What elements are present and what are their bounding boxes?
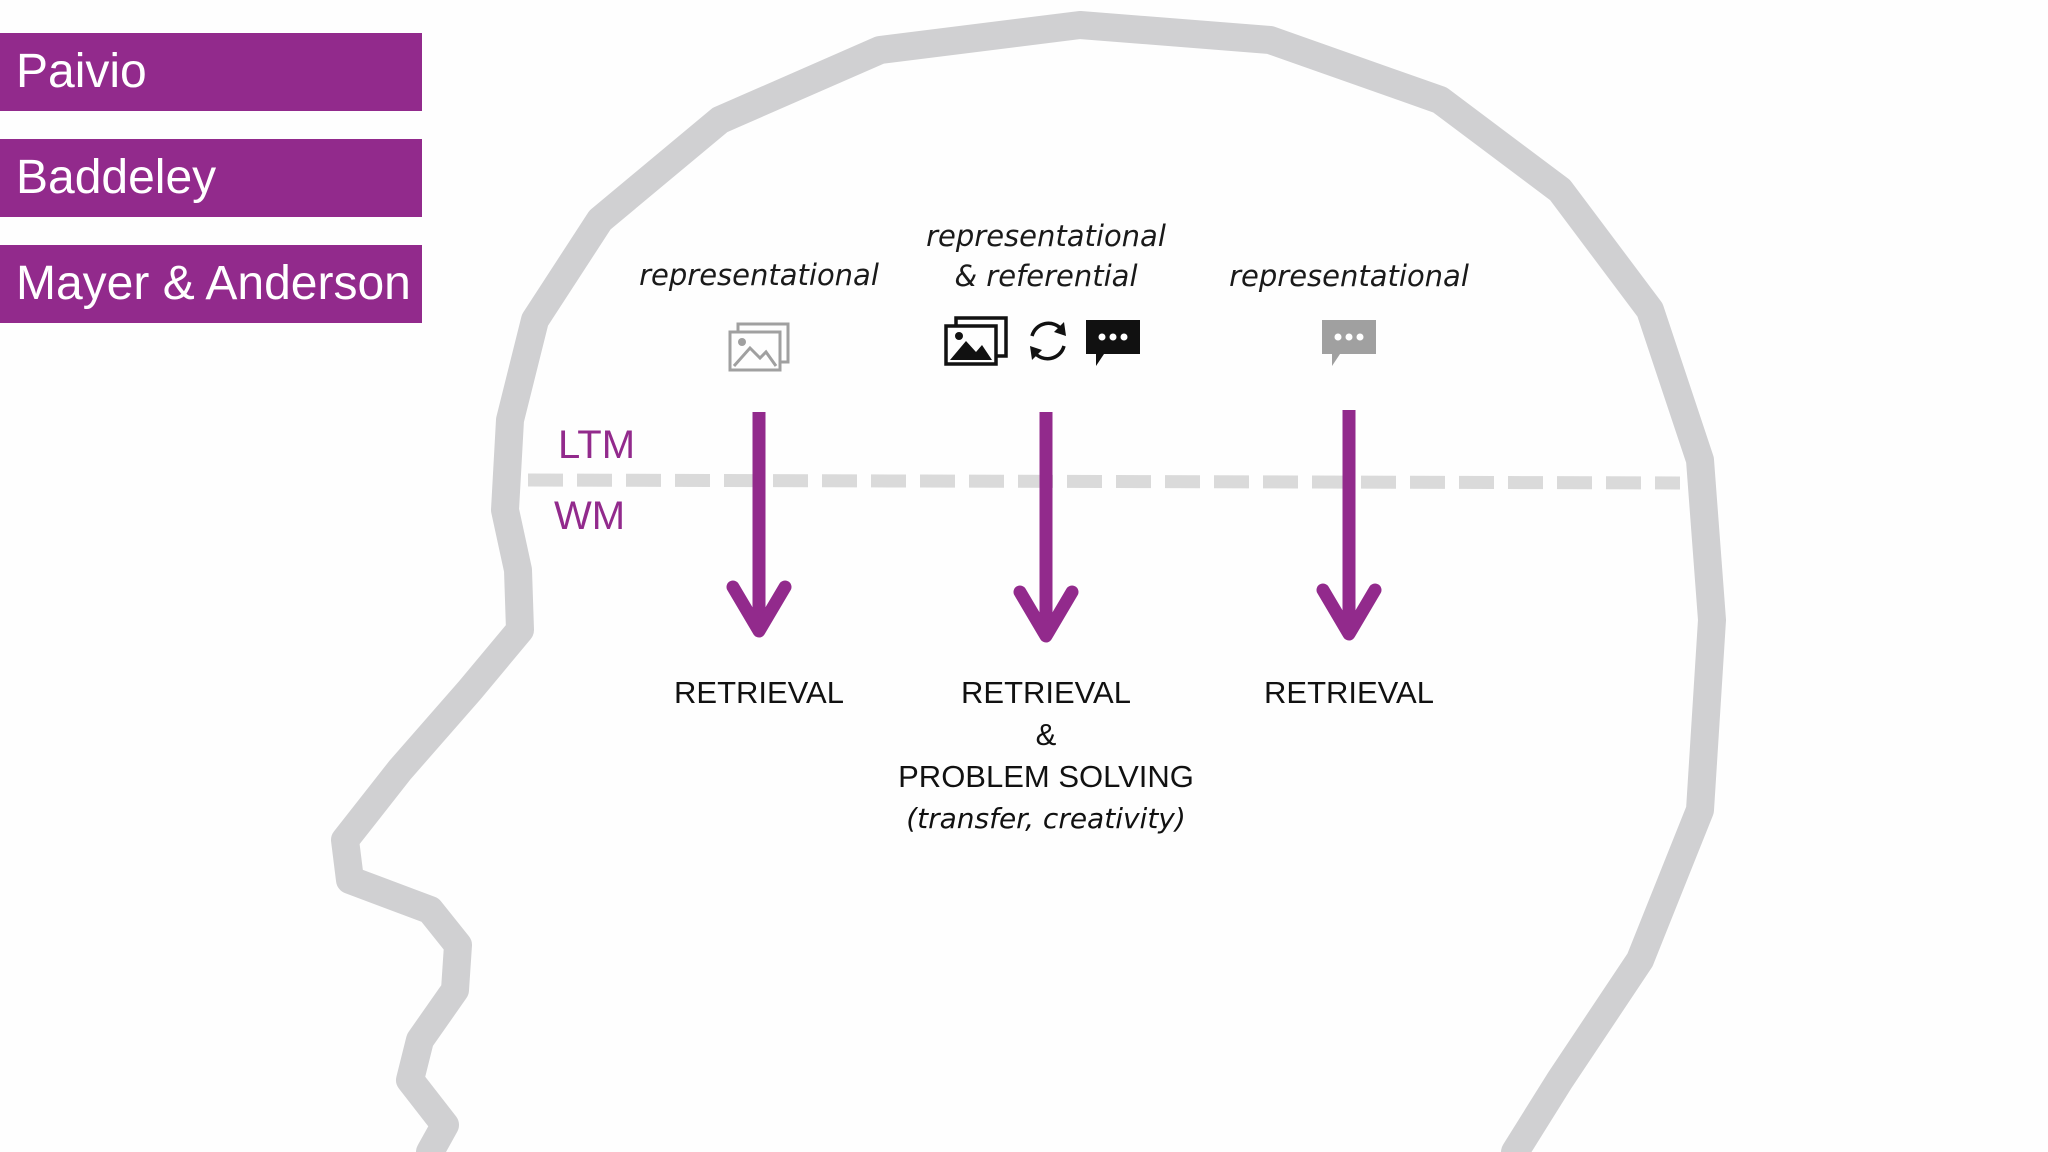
tag-mayer-anderson[interactable]: Mayer & Anderson: [0, 245, 422, 323]
col-3-heading: representational: [1229, 256, 1469, 296]
col-2-outcome-line-2: &: [1035, 717, 1057, 752]
head-outline: [331, 11, 1726, 1152]
speech-bubble-icon: [1320, 318, 1378, 375]
arrow-col-3: [1316, 410, 1382, 641]
col-2-outcome-line-3: PROBLEM SOLVING: [898, 759, 1194, 794]
tag-paivio[interactable]: Paivio: [0, 33, 422, 111]
arrow-col-2: [1013, 412, 1079, 643]
col-2-outcome: RETRIEVAL & PROBLEM SOLVING (transfer, c…: [898, 672, 1194, 840]
col-2-outcome-line-1: RETRIEVAL: [961, 675, 1131, 710]
tag-baddeley[interactable]: Baddeley: [0, 139, 422, 217]
col-3-heading-line: representational: [1229, 259, 1469, 293]
picture-icon: [942, 314, 1010, 373]
col-2-heading-line-1: representational: [926, 219, 1166, 253]
col-1-heading: representational: [639, 255, 879, 295]
col-1-outcome-line: RETRIEVAL: [674, 675, 844, 710]
col-2-outcome-note: (transfer, creativity): [906, 802, 1186, 835]
ltm-label: LTM: [558, 423, 636, 467]
ltm-wm-divider: [527, 473, 1681, 490]
speech-bubble-icon: [1084, 318, 1142, 375]
col-1-heading-line: representational: [639, 258, 879, 292]
picture-icon: [726, 320, 792, 379]
cycle-icon: [1022, 316, 1074, 371]
wm-label: WM: [554, 494, 626, 538]
arrow-col-1: [726, 412, 792, 638]
col-2-heading: representational & referential: [926, 216, 1166, 296]
col-2-heading-line-2: & referential: [954, 259, 1138, 293]
col-3-outcome-line: RETRIEVAL: [1264, 675, 1434, 710]
col-1-outcome: RETRIEVAL: [674, 672, 844, 714]
col-3-outcome: RETRIEVAL: [1264, 672, 1434, 714]
